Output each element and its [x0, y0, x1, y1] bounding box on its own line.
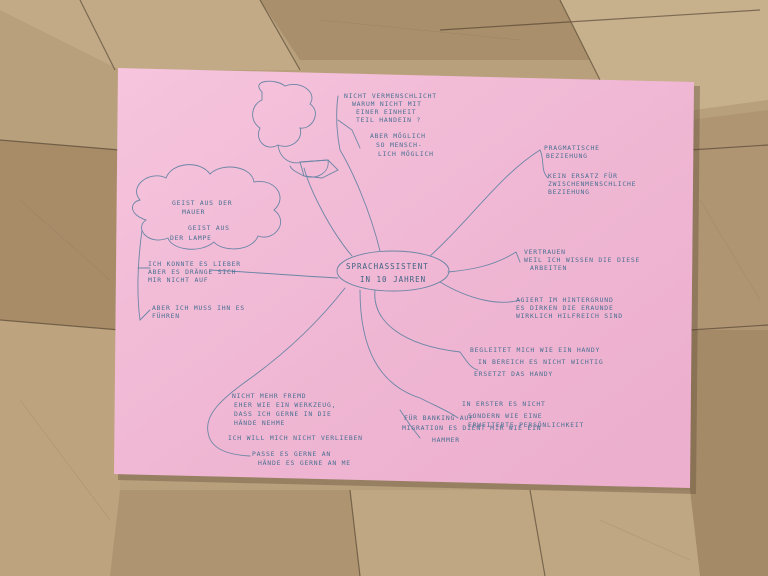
bottom-right-n2: IN BEREICH ES NICHT WICHTIG: [478, 358, 603, 366]
right-n1-l2: BEZIEHUNG: [546, 152, 588, 160]
top-q1-l1: NICHT VERMENSCHLICHT: [344, 92, 437, 100]
right-n2-l2: ZWISCHENMENSCHLICHE: [548, 180, 636, 188]
branch-cup-to-center: [303, 167, 353, 257]
bottom-right-n5-l1: SONDERN WIE EINE: [468, 412, 542, 420]
bottom-right-n6-l2: MIGRATION ES DIENT MIR WIE EIN: [402, 424, 541, 432]
cloud-l1: GEIST AUS DER: [172, 199, 232, 207]
branch-left-to-cloud: [209, 269, 339, 279]
branch-right-1b: [539, 149, 549, 179]
branch-right-1: [429, 149, 541, 257]
bottom-left-n2: ICH WILL MICH NICHT VERLIEBEN: [228, 434, 363, 442]
left-n1-l3: MIR NICHT AUF: [148, 276, 208, 284]
right-n1-l1: PRAGMATISCHE: [544, 144, 600, 152]
teacup-bowl-icon: [299, 159, 329, 178]
cloud-l2: MAUER: [182, 208, 205, 216]
left-n1-l1: ICH KONNTE ES LIEBER: [148, 260, 241, 268]
branch-bottom-right-1: [374, 289, 479, 371]
right-n4-l1: AGIERT IM HINTERGRUND: [516, 296, 614, 304]
branch-bottom-left: [207, 287, 346, 457]
right-n2-l3: BEZIEHUNG: [548, 188, 590, 196]
bottom-right-n5-l2: ERWEITERTE PERSÖNLICHKEIT: [468, 420, 584, 429]
right-n4-l3: WIRKLICH HILFREICH SIND: [516, 312, 623, 320]
top-q2-l2: SO MENSCH-: [376, 141, 422, 149]
top-q1-l3: EINER EINHEIT: [356, 108, 416, 116]
left-n1-l2: ABER ES DRÄNGE SICH: [148, 267, 236, 276]
cloud-icon: [132, 164, 281, 250]
bottom-right-n1: BEGLEITET MICH WIE EIN HANDY: [470, 346, 600, 354]
branch-cloud-down: [137, 229, 151, 321]
branch-top-sub: [337, 119, 361, 149]
bottom-right-n6-l1: FÜR BANKING AUF: [404, 413, 474, 422]
center-ellipse: [336, 250, 450, 292]
bottom-right-n4: IN ERSTER ES NICHT: [462, 400, 546, 408]
branch-bottom-right-3: [399, 409, 421, 439]
bottom-right-n6-l3: HAMMER: [432, 436, 460, 444]
bottom-left-n3-l1: PASSE ES GERNE AN: [252, 450, 331, 458]
head-sketch-icon: [252, 80, 316, 148]
center-title-line2: IN 10 JAHREN: [360, 275, 426, 284]
cloud-l3: GEIST AUS: [188, 224, 230, 232]
right-n3-l2: WEIL ICH WISSEN DIE DIESE: [524, 256, 640, 264]
center-title-line1: SPRACHASSISTENT: [346, 262, 429, 271]
top-q1-l2: WARUM NICHT MIT: [352, 100, 422, 108]
bottom-left-n1-l4: HÄNDE NEHME: [234, 418, 285, 427]
teacup-icon: [277, 144, 339, 179]
right-n3-l1: VERTRAUEN: [524, 248, 566, 256]
branch-right-3: [439, 281, 521, 303]
right-n4-l2: ES DIRKEN DIE ERAUNDE: [516, 304, 614, 312]
mindmap-texts: SPRACHASSISTENT IN 10 JAHREN NICHT VERME…: [148, 92, 640, 467]
left-n2-l1: ABER ICH MUSS IHN ES: [152, 304, 245, 312]
top-q2-l3: LICH MÖGLICH: [378, 149, 434, 158]
cloud-l4: DER LAMPE: [170, 234, 212, 242]
bottom-left-n1-l2: EHER WIE EIN WERKZEUG,: [234, 401, 336, 409]
paper-shade: [114, 68, 694, 488]
bottom-right-n3: ERSETZT DAS HANDY: [474, 370, 553, 378]
top-q1-l4: TEIL HANDEIN ?: [356, 116, 421, 124]
right-n2-l1: KEIN ERSATZ FÜR: [548, 171, 618, 180]
mindmap-drawings: [132, 80, 549, 457]
bottom-left-n3-l2: HÄNDE ES GERNE AN ME: [258, 458, 351, 467]
branch-top: [336, 95, 381, 252]
top-q2-l1: ABER MÖGLICH: [370, 131, 426, 140]
right-n3-l3: ARBEITEN: [530, 264, 567, 272]
left-n2-l2: FÜHREN: [152, 311, 180, 320]
bottom-left-n1-l1: NICHT MEHR FREMD: [232, 392, 306, 400]
bottom-left-n1-l3: DASS ICH GERNE IN DIE: [234, 410, 332, 418]
branch-bottom-right-2: [359, 289, 459, 419]
branch-right-2: [447, 251, 521, 273]
